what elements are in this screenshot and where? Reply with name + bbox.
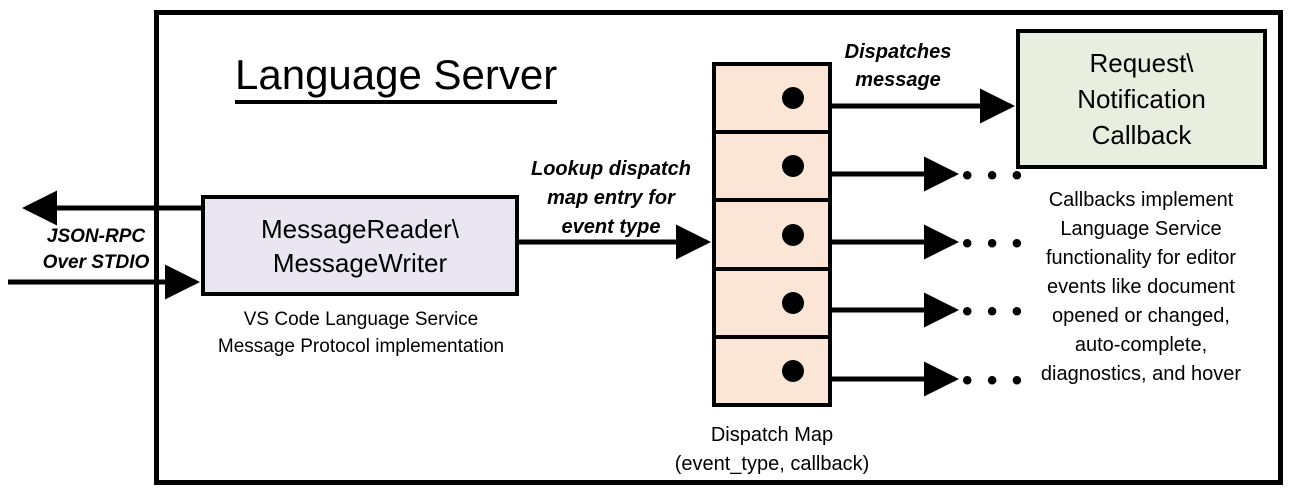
lookup-label-line2: map entry for	[547, 187, 675, 209]
row-3-ellipsis: • • •	[962, 227, 1026, 260]
request-notification-callback-box[interactable]: Request\ Notification Callback	[1016, 29, 1267, 169]
message-io-title-line1: MessageReader\	[261, 213, 459, 244]
callback-caption-line5: opened or changed,	[1052, 305, 1230, 327]
callback-entry-dot	[782, 87, 804, 110]
row-5-ellipsis: • • •	[962, 364, 1026, 397]
dispatch-map-caption-line2: (event_type, callback)	[674, 453, 870, 475]
dispatch-map-table[interactable]	[712, 62, 832, 407]
callback-title-line3: Callback	[1091, 120, 1192, 150]
message-io-caption-line2: Message Protocol implementation	[217, 336, 505, 357]
callback-entry-dot	[782, 155, 804, 178]
message-reader-writer-caption: VS Code Language Service Message Protoco…	[181, 306, 541, 360]
jsonrpc-label-line1: JSON-RPC	[46, 226, 146, 247]
callback-caption-line6: auto-complete,	[1074, 334, 1208, 356]
message-io-caption-line1: VS Code Language Service	[243, 309, 479, 330]
callback-caption-line4: events like document	[1047, 276, 1235, 298]
message-io-title-line2: MessageWriter	[272, 247, 448, 278]
language-server-boundary	[154, 10, 1283, 485]
table-row[interactable]	[716, 339, 828, 403]
callback-caption-line2: Language Service	[1060, 218, 1222, 240]
callback-title-line1: Request\	[1089, 48, 1194, 78]
dispatch-map-caption-line1: Dispatch Map	[710, 424, 834, 446]
dispatch-map-caption: Dispatch Map (event_type, callback)	[650, 421, 894, 479]
table-row[interactable]	[716, 271, 828, 339]
jsonrpc-channel-label: JSON-RPC Over STDIO	[26, 224, 166, 276]
jsonrpc-label-line2: Over STDIO	[42, 252, 150, 273]
callback-entry-dot	[782, 291, 804, 314]
callback-entry-dot	[782, 359, 804, 382]
message-reader-writer-box[interactable]: MessageReader\ MessageWriter	[201, 195, 519, 296]
language-server-title-text: Language Server	[235, 51, 558, 104]
callback-title-line2: Notification	[1077, 84, 1206, 114]
table-row[interactable]	[716, 202, 828, 271]
callback-entry-dot	[782, 223, 804, 246]
page-title: Language Server	[235, 50, 655, 104]
lookup-label-line3: event type	[561, 216, 661, 238]
lookup-label-line1: Lookup dispatch	[531, 158, 691, 180]
message-reader-writer-label: MessageReader\ MessageWriter	[261, 212, 459, 280]
dispatches-message-label: Dispatches message	[833, 38, 963, 94]
lookup-dispatch-label: Lookup dispatch map entry for event type	[516, 155, 706, 242]
callback-caption-line7: diagnostics, and hover	[1040, 363, 1242, 385]
table-row[interactable]	[716, 66, 828, 135]
row-4-ellipsis: • • •	[962, 295, 1026, 328]
callback-caption-line3: functionality for editor	[1045, 247, 1237, 269]
table-row[interactable]	[716, 134, 828, 203]
callback-box-label: Request\ Notification Callback	[1077, 45, 1206, 153]
dispatch-msg-line2: message	[855, 69, 941, 91]
callback-caption-line1: Callbacks implement	[1048, 189, 1234, 211]
dispatch-msg-line1: Dispatches	[844, 41, 952, 63]
callback-description: Callbacks implement Language Service fun…	[1007, 186, 1275, 389]
row-2-ellipsis: • • •	[962, 159, 1026, 192]
